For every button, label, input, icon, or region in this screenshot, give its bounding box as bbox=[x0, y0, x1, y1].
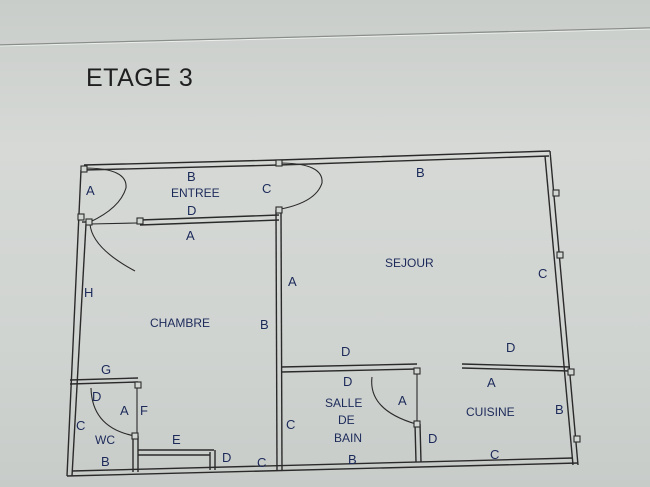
entree-wall-bottom-inner bbox=[139, 219, 280, 226]
post bbox=[413, 420, 421, 428]
wall-code-labels: A B C D B C A H A B D D A C D B D A B C … bbox=[76, 165, 564, 470]
room-sejour: SEJOUR bbox=[385, 256, 434, 270]
post bbox=[567, 368, 575, 376]
entree-wall-bottom bbox=[139, 214, 280, 221]
post bbox=[131, 432, 139, 440]
code-sdb-d: D bbox=[343, 374, 352, 389]
bathroom-wall-right bbox=[414, 423, 417, 463]
room-entree: ENTREE bbox=[171, 186, 220, 200]
corner-posts bbox=[77, 159, 581, 443]
code-entree-top: B bbox=[187, 169, 196, 184]
paper-top-highlight bbox=[0, 28, 650, 47]
post bbox=[552, 189, 560, 197]
outer-wall-right bbox=[549, 150, 579, 466]
outer-wall-left-inner bbox=[71, 223, 87, 477]
code-kitchen-right: B bbox=[555, 402, 564, 417]
post bbox=[413, 367, 421, 375]
bathroom-door-arc bbox=[371, 376, 417, 425]
code-entree-bottom: D bbox=[187, 203, 196, 218]
bathroom-wall-top-inner bbox=[280, 368, 418, 373]
code-wc-bottom: B bbox=[101, 454, 110, 469]
code-chambre-right: B bbox=[260, 317, 269, 332]
room-cuisine: CUISINE bbox=[466, 405, 515, 419]
kitchen-wall-top bbox=[461, 363, 571, 368]
code-sdb-left: C bbox=[286, 417, 295, 432]
paper-top-edge bbox=[0, 27, 650, 46]
post bbox=[556, 251, 564, 259]
post bbox=[77, 213, 85, 221]
code-kitchen-bottom: C bbox=[490, 447, 499, 462]
room-de: DE bbox=[338, 413, 355, 427]
code-wc-e: E bbox=[172, 432, 181, 447]
outer-wall-left bbox=[66, 169, 82, 477]
post bbox=[573, 435, 581, 443]
chambre-door-arc bbox=[89, 223, 136, 272]
room-labels: ENTREE SEJOUR CHAMBRE SALLE DE BAIN CUIS… bbox=[95, 186, 515, 447]
code-sdb-bottom: B bbox=[348, 452, 357, 467]
post bbox=[134, 381, 142, 389]
bathroom-wall-right-inner bbox=[419, 423, 422, 463]
room-bain: BAIN bbox=[334, 431, 362, 445]
code-wc-f: F bbox=[140, 403, 148, 418]
sejour-door-arc bbox=[278, 162, 323, 210]
code-wc-d: D bbox=[92, 389, 101, 404]
post bbox=[275, 159, 283, 167]
chambre-sejour-wall bbox=[275, 209, 278, 471]
bathroom-wall-top bbox=[280, 363, 418, 368]
outer-wall-bottom bbox=[66, 462, 579, 477]
code-sejour-right: C bbox=[538, 266, 547, 281]
post bbox=[85, 218, 93, 226]
post bbox=[275, 206, 283, 214]
wc-wall-top bbox=[69, 377, 139, 381]
post bbox=[136, 217, 144, 225]
chambre-sejour-wall-inner bbox=[280, 209, 283, 471]
room-salle: SALLE bbox=[325, 396, 362, 410]
doors bbox=[83, 162, 418, 437]
walls bbox=[66, 150, 579, 477]
floor-title: ETAGE 3 bbox=[86, 64, 194, 92]
outer-wall-bottom-inner bbox=[71, 457, 574, 472]
outer-wall-right-inner bbox=[544, 155, 574, 466]
code-sdb-right: D bbox=[428, 431, 437, 446]
wc-wall-top-inner bbox=[69, 381, 139, 385]
post bbox=[80, 165, 88, 173]
code-wc-a: A bbox=[120, 403, 129, 418]
code-kitchen-a: A bbox=[487, 375, 496, 390]
code-chambre-bottom: C bbox=[257, 455, 266, 470]
code-wc-left: C bbox=[76, 418, 85, 433]
code-sejour-left: A bbox=[288, 274, 297, 289]
kitchen-wall-top-inner bbox=[461, 367, 571, 372]
code-entree-door: A bbox=[86, 183, 95, 198]
wc-door-arc bbox=[90, 387, 136, 437]
code-sejour-top: B bbox=[416, 165, 425, 180]
wc-partition-end bbox=[209, 450, 216, 470]
code-chambre-top: A bbox=[186, 228, 195, 243]
code-left-wall: H bbox=[84, 285, 93, 300]
code-wc-top: G bbox=[101, 362, 111, 377]
code-wc-d2: D bbox=[222, 450, 231, 465]
entree-door-arc bbox=[83, 167, 127, 223]
code-sdb-door: A bbox=[398, 393, 407, 408]
chambre-door-leaf bbox=[89, 222, 138, 225]
room-wc: WC bbox=[95, 433, 115, 447]
code-kitchen-top: D bbox=[506, 340, 515, 355]
room-chambre: CHAMBRE bbox=[150, 316, 210, 330]
code-sdb-top: D bbox=[341, 344, 350, 359]
code-entree-door2: C bbox=[262, 181, 271, 196]
